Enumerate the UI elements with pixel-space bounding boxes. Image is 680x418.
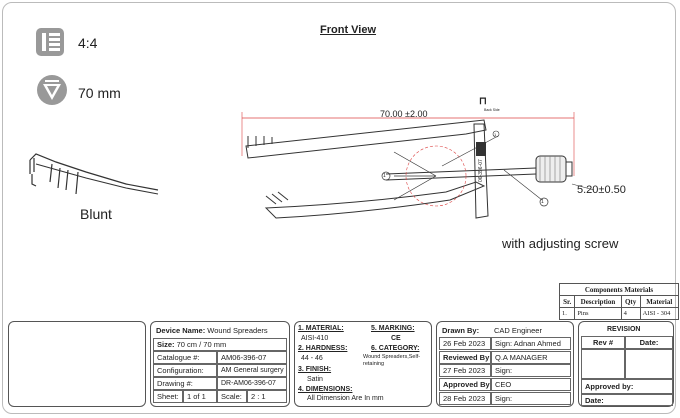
components-table: Components Materials Sr. Description Qty…: [558, 283, 680, 320]
catalogue-value: AM06-396-07: [217, 351, 287, 364]
sheet-value: 1 of 1: [183, 390, 217, 403]
hardness-label: 2. HARDNESS:: [298, 345, 348, 352]
finish-value: Satin: [307, 376, 323, 383]
dim-side: 5.20±0.50: [577, 184, 626, 196]
dimensions-value: All Dimension Are In mm: [307, 395, 384, 402]
ratio-value: 4:4: [78, 35, 98, 51]
tip-label: Blunt: [80, 206, 112, 222]
approved-by: CEO: [491, 378, 571, 391]
blunt-tip-sketch: [29, 153, 159, 195]
drawing-value: DR-AM06-396-07: [217, 377, 287, 390]
category-label: 6. CATEGORY:: [371, 345, 420, 352]
approved-date: 28 Feb 2023: [439, 392, 491, 405]
balloon-1: 1: [383, 173, 386, 179]
logo-box: [8, 321, 146, 407]
revision-box: REVISION Rev # Date: Approved by: Date:: [578, 321, 674, 407]
device-name-label: Device Name:: [156, 326, 206, 335]
cell-qty: 4: [620, 307, 641, 320]
material-value: AISI-410: [301, 335, 329, 342]
revision-title: REVISION: [607, 326, 641, 333]
approved-label: Approved By:: [439, 378, 491, 391]
device-info-box: Device Name: Wound Spreaders Size: 70 cm…: [150, 321, 290, 407]
col-description: Description: [574, 295, 622, 308]
approved-sign: Sign:: [491, 392, 571, 405]
page-title: Front View: [320, 24, 377, 36]
drawn-by: CAD Engineer: [494, 326, 542, 335]
callout-adjusting-screw: with adjusting screw: [502, 236, 619, 251]
components-title: Components Materials: [559, 283, 679, 296]
material-label: 1. MATERIAL:: [298, 325, 344, 332]
sheet-label: Sheet:: [153, 390, 183, 403]
col-qty: Qty: [620, 295, 641, 308]
scale-value: 2 : 1: [247, 390, 287, 403]
rev-date2-label: Date:: [581, 394, 673, 406]
rev-date-label: Date:: [625, 336, 673, 349]
cell-description: Pins: [574, 307, 622, 320]
size-label: Size:: [157, 340, 175, 349]
cell-sr: 1.: [558, 307, 576, 320]
drawn-date: 26 Feb 2023: [439, 337, 491, 350]
drawn-label: Drawn By:: [442, 326, 480, 335]
scale-label: Scale:: [217, 390, 247, 403]
marking-label: 5. MARKING:: [371, 325, 415, 332]
col-sr: Sr.: [558, 295, 576, 308]
drawing-label: Drawing #:: [153, 377, 217, 390]
rev-approved-label: Approved by:: [581, 379, 673, 394]
finish-label: 3. FINISH:: [298, 366, 332, 373]
material-box: 1. MATERIAL: AISI-410 2. HARDNESS: 44 - …: [294, 321, 432, 407]
rev-cell: [581, 349, 625, 379]
size-icon: [37, 75, 67, 105]
part-number: 06-396-07: [478, 159, 484, 182]
size-value: 70 cm / 70 mm: [176, 340, 227, 349]
marking-value: CE: [391, 335, 401, 342]
balloon-2: 1: [541, 199, 544, 205]
dim-main: 70.00 ±2.00: [380, 109, 428, 119]
approval-box: Drawn By: CAD Engineer 26 Feb 2023 Sign:…: [436, 321, 574, 407]
tee-mark: ⊓: [479, 96, 487, 107]
col-material: Material: [639, 295, 680, 308]
rev-label: Rev #: [581, 336, 625, 349]
category-value: Wound Spreaders,Self-retaining: [363, 354, 421, 367]
table-row: 1. Pins 4 AISI - 304: [558, 307, 680, 320]
reviewed-sign: Sign:: [491, 364, 571, 377]
balloon-3: 1: [494, 132, 497, 137]
catalogue-label: Catalogue #:: [153, 351, 217, 364]
dimensions-label: 4. DIMENSIONS:: [298, 386, 353, 393]
front-view-drawing: [241, 112, 595, 219]
reviewed-label: Reviewed By:: [439, 351, 491, 364]
config-value: AM General surgery: [217, 364, 287, 377]
drawn-sign: Sign: Adnan Ahmed: [491, 337, 571, 350]
length-value: 70 mm: [78, 85, 121, 101]
rev-date-cell: [625, 349, 673, 379]
reviewed-by: Q.A MANAGER: [491, 351, 571, 364]
config-label: Configuration:: [153, 364, 217, 377]
hardness-value: 44 - 46: [301, 355, 323, 362]
ratchet-icon: [36, 28, 64, 56]
drawing-frame: [2, 2, 676, 414]
cell-material: AISI - 304: [639, 307, 680, 320]
note-back-side: Back Side: [484, 108, 500, 112]
device-name: Wound Spreaders: [207, 326, 268, 335]
reviewed-date: 27 Feb 2023: [439, 364, 491, 377]
